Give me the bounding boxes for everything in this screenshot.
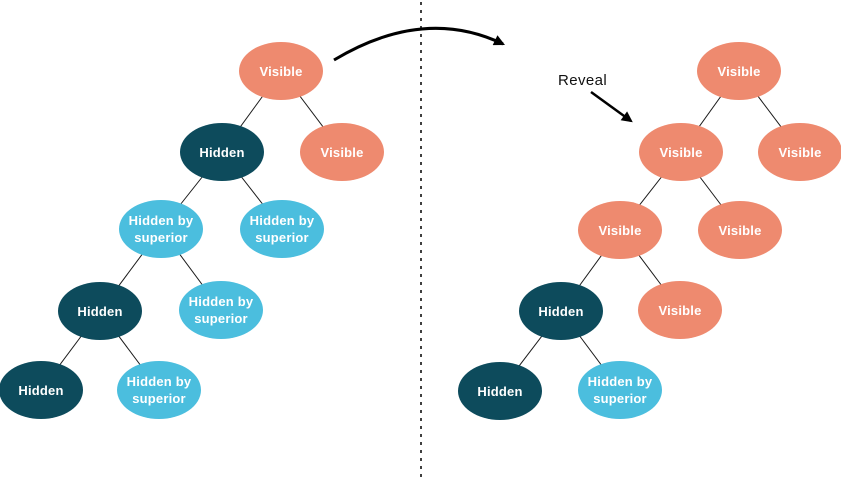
tree-node-hidden-by-superior bbox=[179, 281, 263, 339]
tree-node-hidden bbox=[58, 282, 142, 340]
tree-node-label: Visible bbox=[658, 303, 701, 318]
tree-node-visible bbox=[638, 281, 722, 339]
tree-node-label: Hidden bbox=[18, 383, 63, 398]
tree-node-hidden-by-superior bbox=[117, 361, 201, 419]
transform-curved-arrow-icon bbox=[333, 26, 505, 62]
tree-node-hidden bbox=[180, 123, 264, 181]
tree-node-visible bbox=[578, 201, 662, 259]
tree-node-hidden bbox=[519, 282, 603, 340]
tree-node-label: Visible bbox=[778, 145, 821, 160]
tree-node-hidden bbox=[458, 362, 542, 420]
tree-node-hidden-by-superior bbox=[578, 361, 662, 419]
tree-node-hidden bbox=[0, 361, 83, 419]
tree-node-label: Visible bbox=[598, 223, 641, 238]
tree-node-label: Hidden bbox=[199, 145, 244, 160]
tree-node-label: Visible bbox=[659, 145, 702, 160]
reveal-arrow-icon bbox=[590, 90, 633, 123]
tree-node-label: Hidden bbox=[538, 304, 583, 319]
tree-node-hidden-by-superior bbox=[119, 200, 203, 258]
tree-node-visible bbox=[239, 42, 323, 100]
tree-node-label: Hidden bbox=[77, 304, 122, 319]
tree-node-label: Visible bbox=[717, 64, 760, 79]
tree-node-visible bbox=[698, 201, 782, 259]
tree-node-visible bbox=[300, 123, 384, 181]
tree-node-label: Visible bbox=[718, 223, 761, 238]
tree-node-label: Visible bbox=[259, 64, 302, 79]
tree-node-hidden-by-superior bbox=[240, 200, 324, 258]
tree-node-visible bbox=[697, 42, 781, 100]
tree-node-label: Visible bbox=[320, 145, 363, 160]
tree-node-label: Hidden bbox=[477, 384, 522, 399]
tree-node-visible bbox=[639, 123, 723, 181]
reveal-label: Reveal bbox=[558, 72, 607, 89]
tree-node-visible bbox=[758, 123, 841, 181]
